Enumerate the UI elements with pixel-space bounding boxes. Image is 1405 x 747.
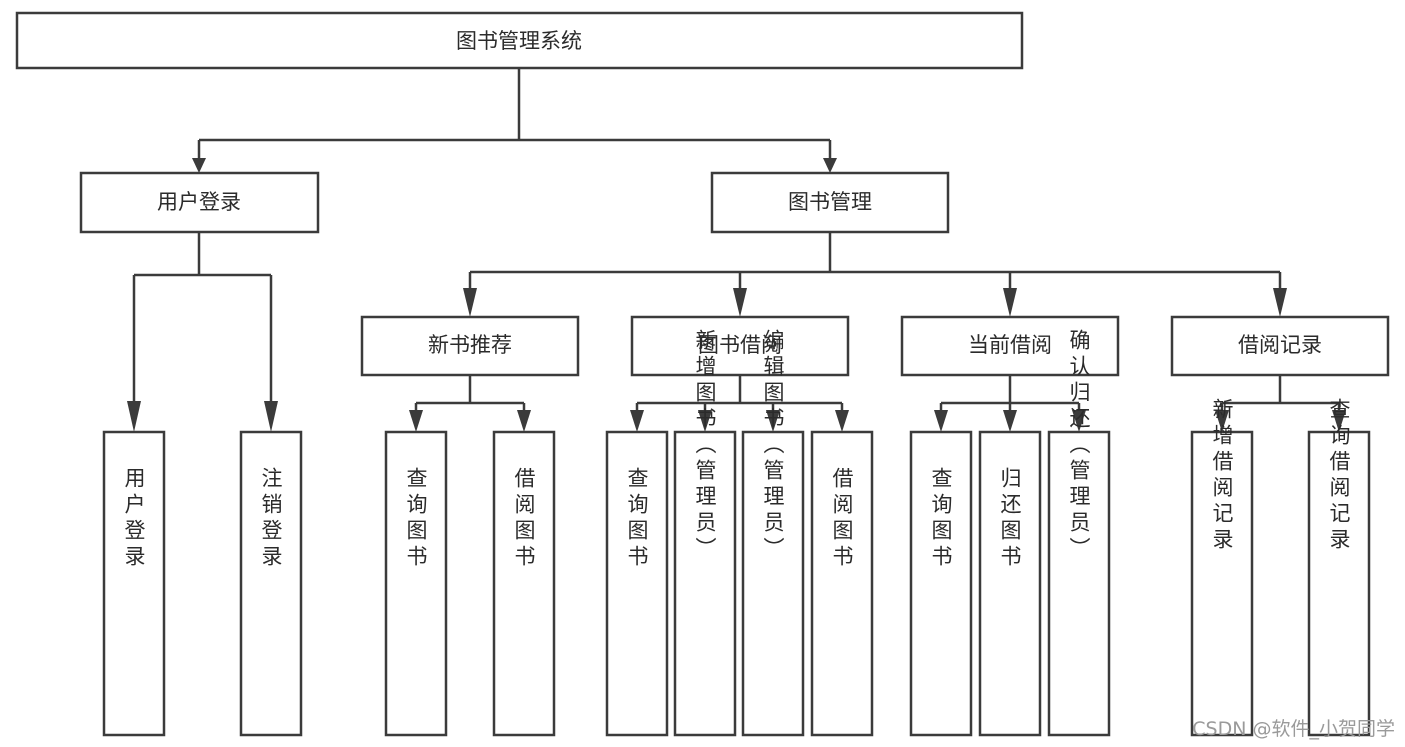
node-new-book-recommend-label: 新书推荐 [428, 333, 512, 357]
leaf-node[interactable]: 借阅图书 [810, 430, 874, 737]
leaf-cb-confirm-return-label: 确认归还（管理员） [1067, 329, 1091, 563]
leaf-node[interactable]: 借阅图书 [492, 430, 556, 737]
leaf-bb-add-book-label: 新增图书（管理员） [693, 329, 717, 563]
leaf-cb-confirm-return-box[interactable] [1047, 430, 1111, 737]
node-book-borrow[interactable]: 图书借阅 [630, 315, 850, 377]
leaf-bb-edit-book-box[interactable] [741, 430, 805, 737]
leaf-node[interactable]: 注销登录 [239, 430, 303, 737]
node-borrow-record-box[interactable] [1170, 315, 1390, 377]
leaf-node[interactable]: 查询图书 [605, 430, 669, 737]
arrow-head-nb-leaf-1 [409, 410, 423, 432]
leaf-nb-borrow-book-label: 借阅图书 [512, 467, 536, 571]
arrow-head-bb-leaf-3 [766, 410, 780, 432]
leaf-logout-label: 注销登录 [259, 467, 283, 571]
leaf-bb-borrow-book-label: 借阅图书 [830, 467, 854, 571]
arrow-head-bb-leaf-4 [835, 410, 849, 432]
leaf-bb-add-book-box[interactable] [673, 430, 737, 737]
arrow-head-cb-leaf-2 [1003, 410, 1017, 432]
arrow-head-new-book [463, 288, 477, 317]
arrow-head-current-borrow [1003, 288, 1017, 317]
leaf-node[interactable]: 新增图书（管理员） [673, 329, 737, 737]
leaf-node[interactable]: 用户登录 [102, 430, 166, 737]
leaf-cb-query-book-box[interactable] [909, 430, 973, 737]
leaf-nb-borrow-book-box[interactable] [492, 430, 556, 737]
leaf-bb-edit-book-label: 编辑图书（管理员） [761, 329, 785, 563]
leaf-node[interactable]: 新增借阅记录 [1190, 398, 1254, 737]
node-book-management-box[interactable] [710, 171, 950, 234]
arrow-head-bb-leaf-1 [630, 410, 644, 432]
leaf-nb-query-book-label: 查询图书 [404, 467, 428, 571]
node-root[interactable]: 图书管理系统 [15, 11, 1024, 70]
node-root-label: 图书管理系统 [456, 29, 582, 53]
node-book-management[interactable]: 图书管理 [710, 171, 950, 234]
node-book-borrow-box[interactable] [630, 315, 850, 377]
leaf-nb-query-book-box[interactable] [384, 430, 448, 737]
node-user-login-box[interactable] [79, 171, 320, 234]
arrow-head-leaf-user-login [127, 401, 141, 432]
arrow-head-book-mgmt [823, 158, 837, 173]
arrow-head-nb-leaf-2 [517, 410, 531, 432]
node-user-login[interactable]: 用户登录 [79, 171, 320, 234]
leaf-node[interactable]: 归还图书 [978, 430, 1042, 737]
arrow-head-leaf-logout [264, 401, 278, 432]
node-new-book-recommend-box[interactable] [360, 315, 580, 377]
leaf-user-login-label: 用户登录 [122, 467, 146, 571]
arrow-head-cb-leaf-1 [934, 410, 948, 432]
node-current-borrow-box[interactable] [900, 315, 1120, 377]
node-current-borrow[interactable]: 当前借阅 [900, 315, 1120, 377]
arrow-head-br-leaf-1 [1215, 410, 1229, 432]
leaf-node[interactable]: 编辑图书（管理员） [741, 329, 805, 737]
leaf-cb-query-book-label: 查询图书 [929, 467, 953, 571]
leaf-br-query-record-label: 查询借阅记录 [1327, 398, 1351, 554]
leaf-br-add-record-label: 新增借阅记录 [1210, 398, 1234, 554]
arrow-head-cb-leaf-3 [1072, 410, 1086, 432]
leaf-br-query-record-box[interactable] [1307, 430, 1371, 737]
node-user-login-label: 用户登录 [157, 190, 241, 214]
node-current-borrow-label: 当前借阅 [968, 333, 1052, 357]
arrow-head-user-login [192, 158, 206, 173]
node-book-borrow-label: 图书借阅 [698, 333, 782, 357]
arrow-head-borrow-record [1273, 288, 1287, 317]
leaf-bb-borrow-book-box[interactable] [810, 430, 874, 737]
node-borrow-record-label: 借阅记录 [1238, 333, 1322, 357]
connector-layer [127, 68, 1346, 432]
node-new-book-recommend[interactable]: 新书推荐 [360, 315, 580, 377]
leaf-node[interactable]: 查询图书 [909, 430, 973, 737]
leaf-logout-box[interactable] [239, 430, 303, 737]
leaf-bb-query-book-box[interactable] [605, 430, 669, 737]
leaf-br-add-record-box[interactable] [1190, 430, 1254, 737]
leaf-bb-query-book-label: 查询图书 [625, 467, 649, 571]
leaf-cb-return-book-box[interactable] [978, 430, 1042, 737]
arrow-head-br-leaf-2 [1332, 410, 1346, 432]
node-book-management-label: 图书管理 [788, 190, 872, 214]
arrow-head-bb-leaf-2 [698, 410, 712, 432]
leaf-node[interactable]: 确认归还（管理员） [1047, 329, 1111, 737]
leaf-node[interactable]: 查询图书 [384, 430, 448, 737]
leaf-user-login-box[interactable] [102, 430, 166, 737]
leaf-node[interactable]: 查询借阅记录 [1307, 398, 1371, 737]
arrow-head-book-borrow [733, 288, 747, 317]
node-borrow-record[interactable]: 借阅记录 [1170, 315, 1390, 377]
node-root-box[interactable] [15, 11, 1024, 70]
leaf-cb-return-book-label: 归还图书 [998, 467, 1022, 571]
